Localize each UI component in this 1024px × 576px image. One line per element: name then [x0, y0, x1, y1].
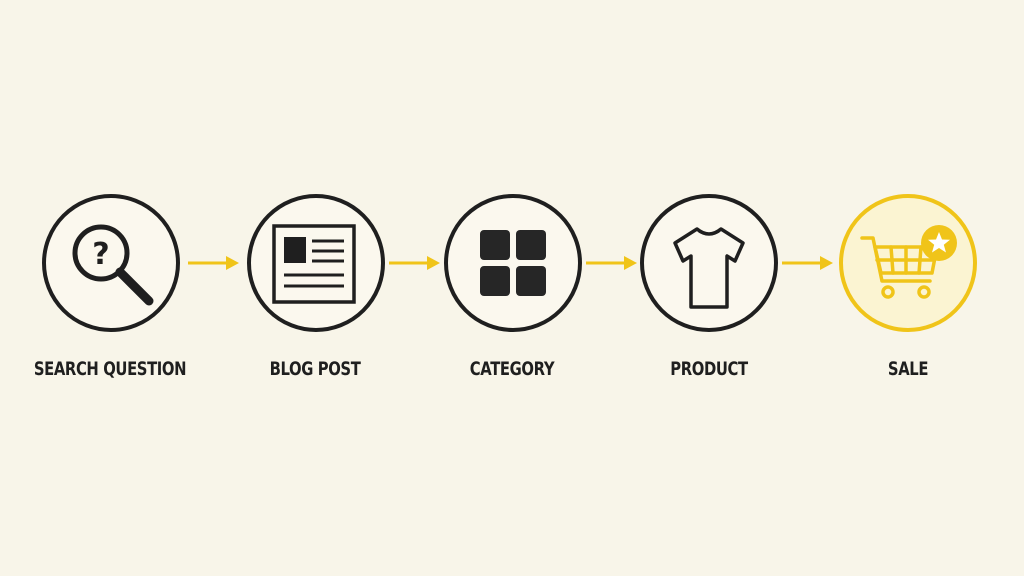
step-label-blog-post: BLOG POST	[269, 358, 361, 380]
arrow-right-icon	[782, 256, 833, 270]
step-label-sale: SALE	[887, 358, 929, 380]
step-search-question: ?	[41, 193, 181, 333]
magnifier-question-icon: ?	[42, 194, 180, 332]
grid-icon	[444, 194, 582, 332]
step-label-category: CATEGORY	[469, 358, 555, 380]
arrow-right-icon	[389, 256, 440, 270]
step-sale	[838, 193, 978, 333]
step-category	[443, 193, 583, 333]
arrow-right-icon	[188, 256, 239, 270]
tshirt-icon	[640, 194, 778, 332]
article-icon	[247, 194, 385, 332]
arrow-right-icon	[586, 256, 637, 270]
step-blog-post	[246, 193, 386, 333]
step-label-product: PRODUCT	[670, 358, 748, 380]
step-product	[639, 193, 779, 333]
svg-text:?: ?	[92, 237, 109, 272]
cart-star-icon	[839, 194, 977, 332]
step-label-search-question: SEARCH QUESTION	[33, 358, 187, 380]
